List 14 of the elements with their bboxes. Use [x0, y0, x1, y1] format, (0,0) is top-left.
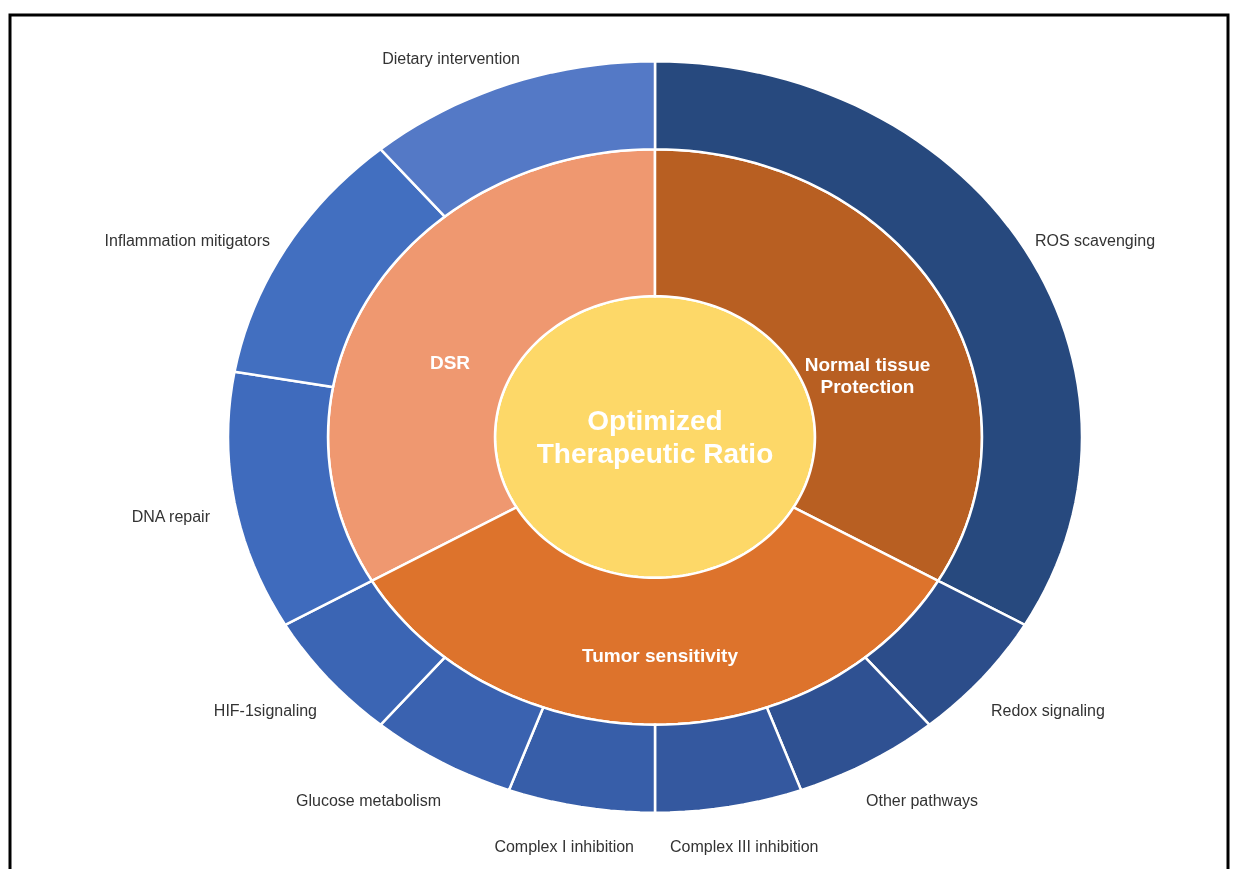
outer-label: Inflammation mitigators: [104, 231, 270, 251]
outer-label: Other pathways: [866, 791, 979, 811]
outer-label: DNA repair: [131, 507, 210, 527]
outer-label: HIF-1signaling: [213, 701, 317, 721]
segment-label: Normal tissue Protection: [803, 354, 932, 398]
outer-label: Complex III inhibition: [670, 837, 819, 857]
outer-label: Glucose metabolism: [296, 791, 441, 811]
outer-label: Redox signaling: [991, 701, 1105, 721]
outer-label: Complex I inhibition: [494, 837, 634, 857]
center-label: Optimized Therapeutic Ratio: [535, 405, 775, 470]
outer-label: Dietary intervention: [382, 49, 520, 69]
outer-label: ROS scavenging: [1035, 231, 1156, 251]
segment-label: DSR: [429, 352, 471, 374]
segment-label: Tumor sensitivity: [582, 645, 738, 667]
